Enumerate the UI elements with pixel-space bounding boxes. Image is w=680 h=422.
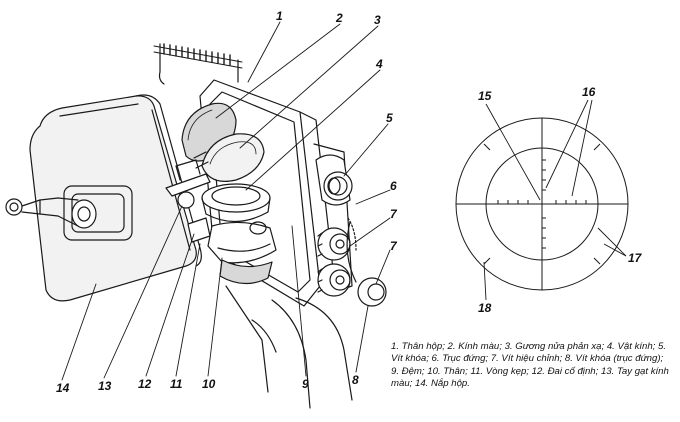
callout-4: 4 [375,57,383,71]
callout-2: 2 [335,11,343,25]
callout-labels: 1 2 3 4 5 6 7 7 8 9 10 11 12 13 14 15 16… [56,9,643,395]
mount [225,285,353,409]
callout-9: 9 [302,377,309,391]
legend-caption: 1. Thân hộp; 2. Kính màu; 3. Gương nửa p… [391,341,669,390]
lid-latch [5,185,133,241]
vertical-axis [315,154,353,206]
callout-1: 1 [276,9,283,23]
callout-3: 3 [374,13,381,27]
callout-16: 16 [582,85,596,99]
callout-13: 13 [98,379,112,393]
adjust-screws [317,227,351,297]
callout-14: 14 [56,381,70,395]
objective-lens [201,183,271,223]
leader-lines [61,21,391,381]
callout-12: 12 [138,377,152,391]
callout-17: 17 [628,251,643,265]
hinge-spring [153,43,243,85]
lock-screw [346,217,387,307]
callout-5: 5 [386,111,393,125]
callout-15: 15 [478,89,492,103]
callout-11: 11 [170,377,183,391]
callout-7b: 7 [390,239,398,253]
pad [219,259,273,285]
box-lid [29,94,202,302]
callout-18: 18 [478,301,492,315]
callout-8: 8 [352,373,359,387]
reticle [455,99,629,301]
callout-6: 6 [390,179,397,193]
callout-10: 10 [202,377,216,391]
callout-7a: 7 [390,207,398,221]
